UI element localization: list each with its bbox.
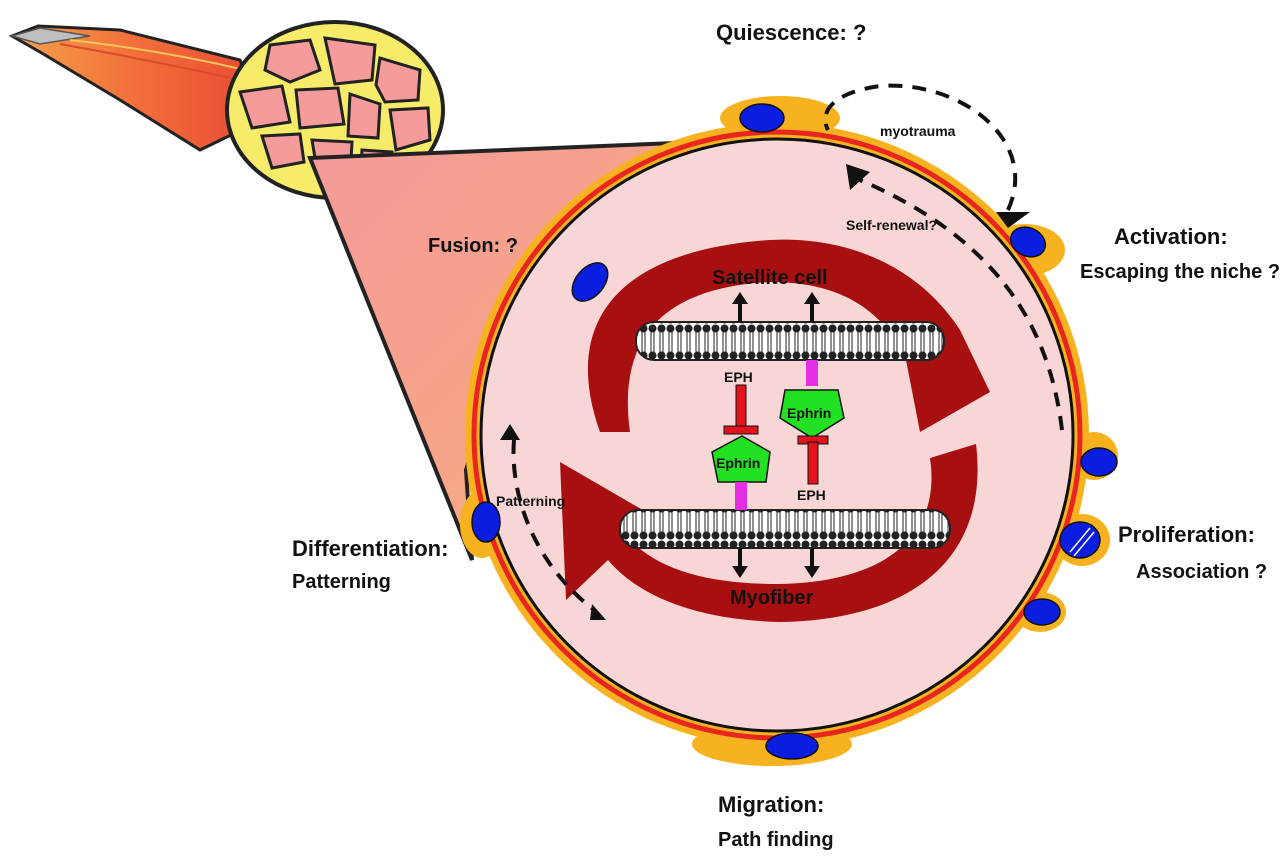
- membrane-bilayer-icon: [635, 321, 945, 361]
- membrane-bilayer-icon: [619, 509, 951, 549]
- eph-ephrin-left: [711, 384, 771, 510]
- label-eph-bottom: EPH: [797, 487, 826, 503]
- label-migration-sub: Path finding: [718, 829, 834, 851]
- dashed-arrow-icon: [511, 83, 1064, 612]
- label-self-renewal: Self-renewal?: [846, 217, 937, 233]
- label-proliferation-sub: Association ?: [1136, 561, 1267, 583]
- label-activation-sub: Escaping the niche ?: [1080, 261, 1280, 283]
- nucleus-migrating: [765, 732, 819, 760]
- nucleus-proliferating-a: [1080, 447, 1118, 477]
- label-ephrin-right: Ephrin: [787, 405, 831, 421]
- label-satellite-cell: Satellite cell: [712, 267, 828, 289]
- dashed-arrow-heads: [500, 164, 1030, 620]
- label-eph-top: EPH: [724, 369, 753, 385]
- nucleus-activated: [1009, 226, 1047, 258]
- nucleus-quiescent: [739, 103, 785, 133]
- division-arrows-icon: [1069, 527, 1095, 557]
- signal-arrows: [732, 292, 820, 578]
- nucleus-fused: [571, 262, 609, 302]
- label-differentiation-title: Differentiation:: [292, 536, 448, 561]
- label-differentiation-sub: Patterning: [292, 571, 391, 593]
- eph-ephrin-right: [779, 360, 845, 485]
- label-quiescence: Quiescence: ?: [716, 20, 866, 45]
- cycle-arrow-icon: [560, 239, 990, 622]
- nucleus-differentiating: [471, 501, 501, 543]
- label-activation-title: Activation:: [1114, 224, 1228, 249]
- myofiber-cross-section: [479, 137, 1075, 733]
- nucleus-proliferating-c: [1023, 598, 1061, 626]
- ephrin-pentagon-right: [779, 389, 845, 439]
- label-myotrauma: myotrauma: [880, 123, 956, 139]
- inhibition-bar-icon: [807, 441, 819, 485]
- label-patterning-inner: Patterning: [496, 493, 565, 509]
- label-proliferation-title: Proliferation:: [1118, 522, 1255, 547]
- label-migration-title: Migration:: [718, 792, 824, 817]
- label-ephrin-left: Ephrin: [716, 455, 760, 471]
- label-fusion: Fusion: ?: [428, 235, 518, 257]
- label-myofiber: Myofiber: [730, 587, 814, 609]
